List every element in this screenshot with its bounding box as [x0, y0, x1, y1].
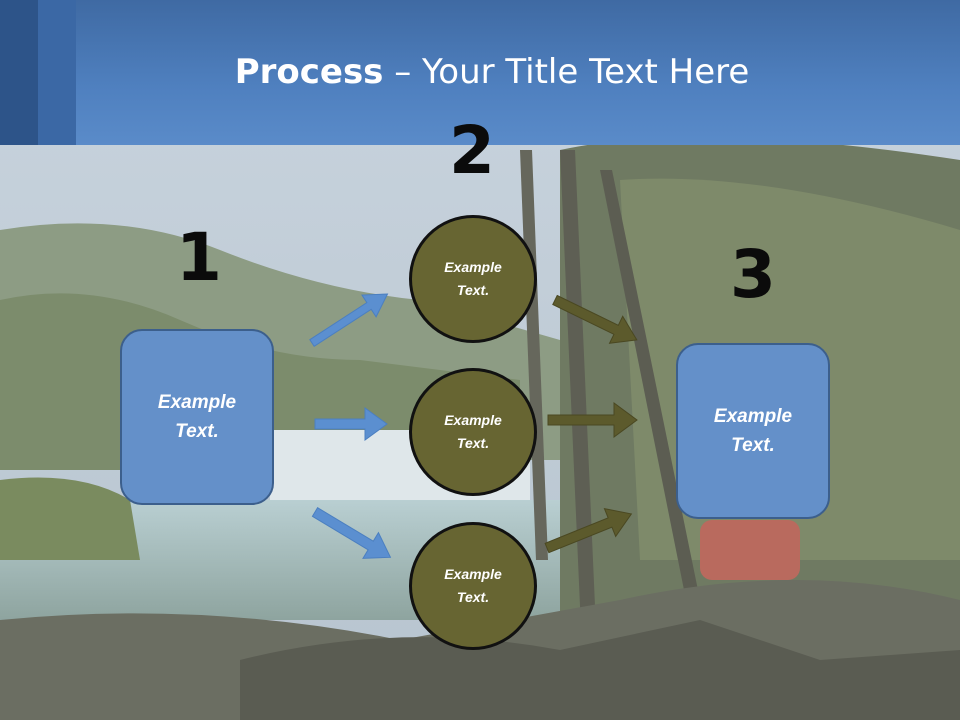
step2-circle-text: Example Text. — [444, 259, 502, 298]
step-number-1: 1 — [176, 219, 222, 296]
arrow-to-bottom-circle — [311, 507, 392, 559]
step3-box[interactable]: Example Text. — [676, 343, 830, 519]
step1-text: Example Text. — [157, 392, 237, 442]
header-accent-stripe — [0, 0, 38, 145]
slide-title: Process – Your Title Text Here — [0, 52, 960, 92]
arrow-to-top-circle — [309, 293, 389, 348]
title-bar — [0, 0, 960, 145]
step2-circle-text: Example Text. — [444, 412, 502, 451]
step-number-2: 2 — [449, 112, 495, 189]
step2-circle-top[interactable]: Example Text. — [409, 215, 537, 343]
step1-box[interactable]: Example Text. — [120, 329, 274, 505]
arrow-from-top-circle — [552, 294, 638, 344]
arrow-from-middle-circle — [547, 402, 638, 438]
title-bold: Process — [234, 52, 384, 92]
step3-text: Example Text. — [713, 406, 793, 456]
header-accent-stripe — [38, 0, 76, 145]
step2-circle-bottom[interactable]: Example Text. — [409, 522, 537, 650]
step2-circle-middle[interactable]: Example Text. — [409, 368, 537, 496]
title-rest: – Your Title Text Here — [383, 52, 750, 92]
arrow-to-middle-circle — [314, 407, 388, 441]
step-number-3: 3 — [730, 236, 776, 313]
arrow-from-bottom-circle — [544, 507, 633, 554]
step2-circle-text: Example Text. — [444, 566, 502, 605]
